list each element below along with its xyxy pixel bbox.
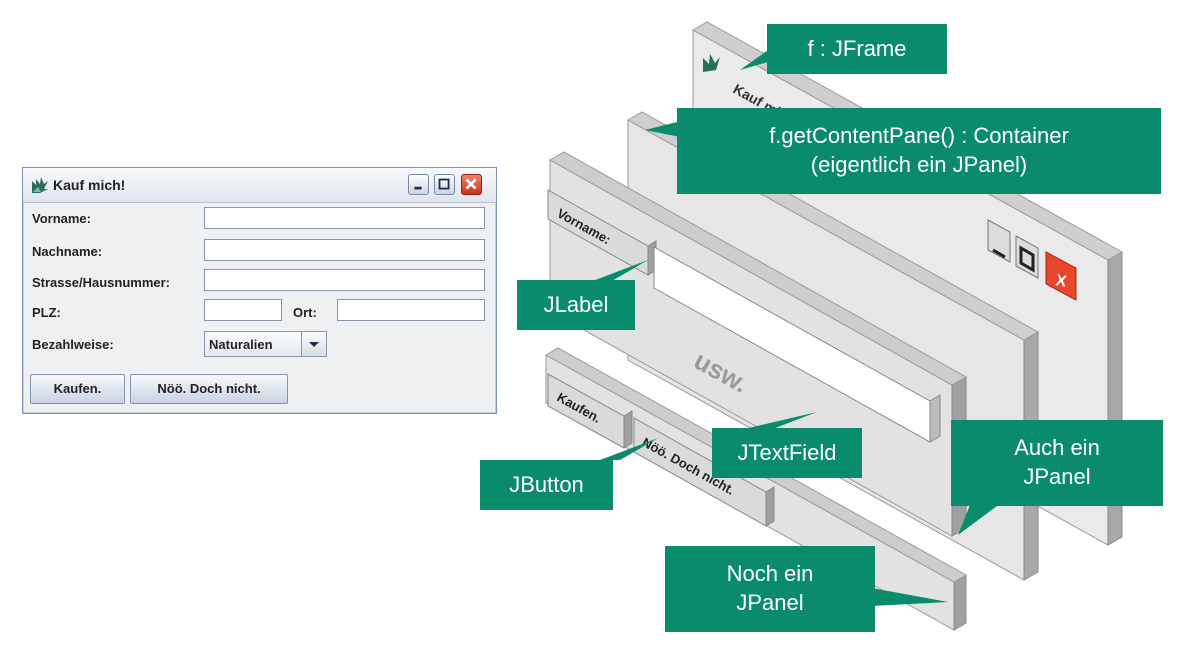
- maximize-icon: [438, 178, 450, 190]
- frame-close-glyph: X: [1054, 272, 1068, 291]
- app-logo-icon: [32, 177, 48, 193]
- frame-logo-icon: [703, 54, 720, 72]
- callout-content-pane-line2: (eigentlich ein JPanel): [810, 152, 1028, 177]
- ort-field[interactable]: [337, 299, 485, 321]
- callout-noch-line1: Noch ein: [726, 561, 814, 587]
- callout-pointers: [590, 45, 1005, 606]
- combo-dropdown-button[interactable]: [301, 332, 326, 356]
- kaufen-button[interactable]: Kaufen.: [30, 374, 125, 404]
- callout-jtextfield: JTextField: [712, 428, 862, 478]
- layer-diagram: Kauf mich! X: [440, 0, 1189, 664]
- ort-label: Ort:: [293, 305, 317, 320]
- frame-minimize-icon: [987, 219, 1011, 263]
- nachname-field[interactable]: [204, 239, 485, 261]
- close-icon: [465, 178, 477, 190]
- plz-field[interactable]: [204, 299, 282, 321]
- frame-maximize-icon: [1015, 235, 1039, 279]
- frame-close-icon: X: [1045, 251, 1077, 301]
- maximize-button[interactable]: [434, 174, 455, 195]
- bezahlweise-label: Bezahlweise:: [32, 337, 114, 352]
- plz-label: PLZ:: [32, 305, 61, 320]
- callout-auch-ein-jpanel: Auch ein JPanel: [951, 420, 1163, 506]
- bezahlweise-combo[interactable]: Naturalien: [204, 331, 327, 357]
- swing-window: Kauf mich! Vorname: Nachname: Strasse/Ha…: [22, 167, 497, 414]
- vorname-field[interactable]: [204, 207, 485, 229]
- callout-jbutton: JButton: [480, 460, 613, 510]
- callout-auch-line1: Auch ein: [1014, 435, 1100, 461]
- callout-content-pane-line1: f.getContentPane() : Container: [769, 123, 1069, 149]
- window-title: Kauf mich!: [53, 177, 126, 193]
- minimize-button[interactable]: [408, 174, 429, 195]
- callout-auch-line2: JPanel: [1023, 464, 1091, 489]
- callout-noch-line2: JPanel: [736, 590, 804, 615]
- title-bar: Kauf mich!: [23, 168, 496, 203]
- minimize-icon: [414, 186, 422, 190]
- close-button[interactable]: [461, 174, 482, 195]
- strasse-field[interactable]: [204, 269, 485, 291]
- cancel-button[interactable]: Nöö. Doch nicht.: [130, 374, 288, 404]
- combo-selected-value: Naturalien: [209, 337, 273, 352]
- callout-jlabel: JLabel: [517, 280, 635, 330]
- callout-content-pane: f.getContentPane() : Container (eigentli…: [677, 108, 1161, 194]
- chevron-down-icon: [309, 342, 319, 347]
- callout-noch-ein-jpanel: Noch ein JPanel: [665, 546, 875, 632]
- callout-jframe: f : JFrame: [767, 24, 947, 74]
- nachname-label: Nachname:: [32, 244, 103, 259]
- vorname-label: Vorname:: [32, 211, 91, 226]
- strasse-label: Strasse/Hausnummer:: [32, 275, 170, 290]
